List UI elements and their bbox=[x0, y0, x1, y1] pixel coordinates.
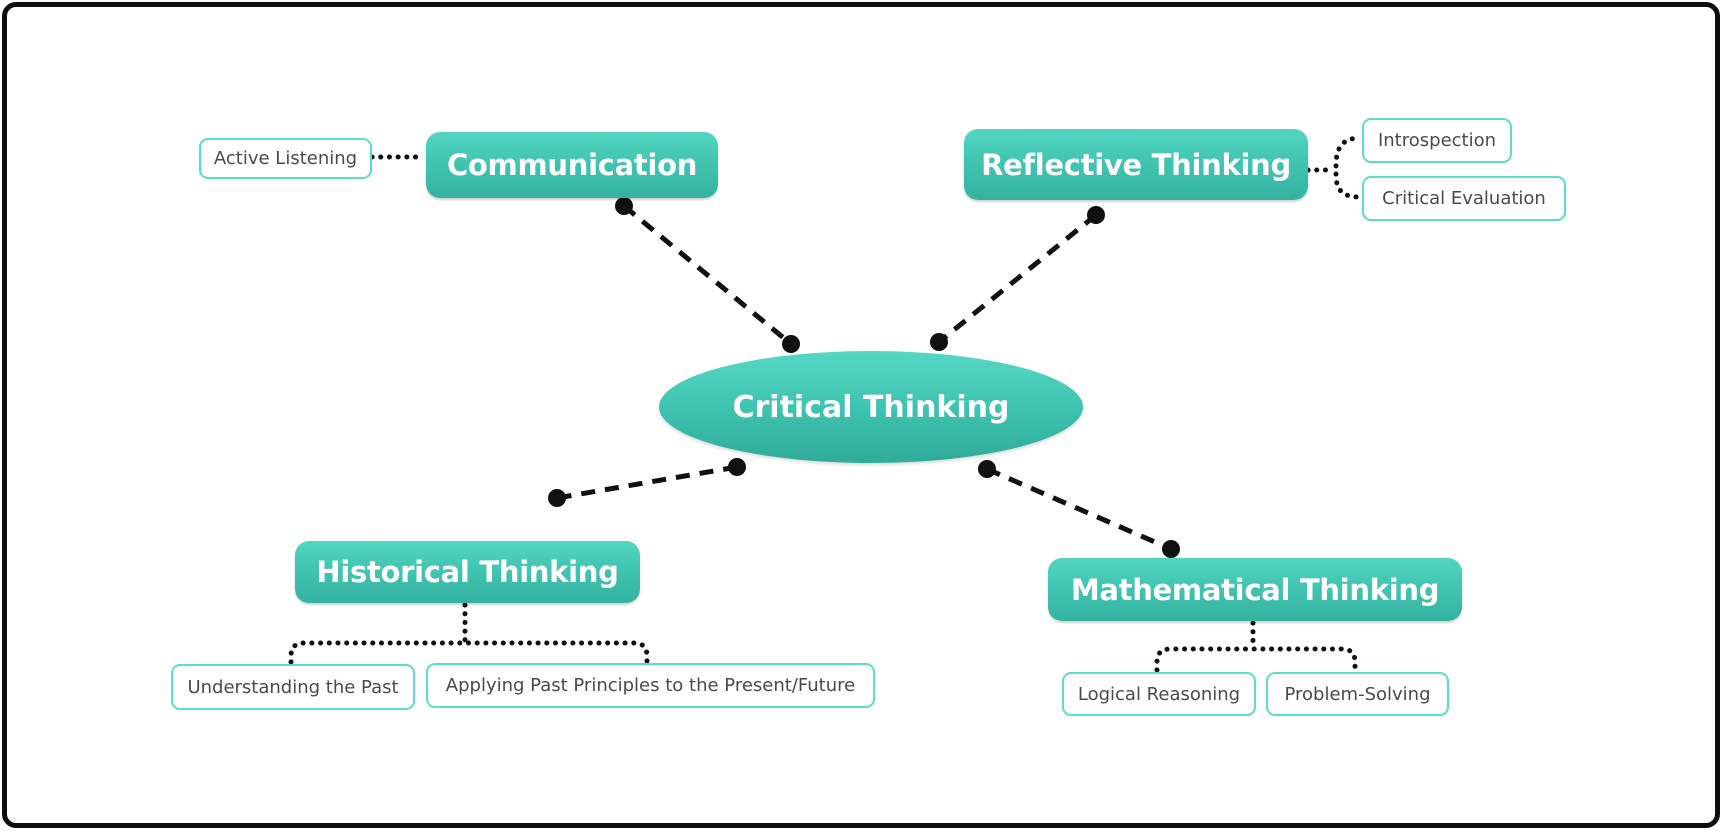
leaf-node-active-listening: Active Listening bbox=[199, 138, 372, 179]
leaf-node-label: Understanding the Past bbox=[187, 676, 399, 698]
branch-node-mathematical-thinking: Mathematical Thinking bbox=[1048, 558, 1462, 621]
branch-node-label: Mathematical Thinking bbox=[1070, 572, 1440, 607]
branch-node-historical-thinking: Historical Thinking bbox=[295, 541, 640, 603]
leaf-node-problem-solving: Problem-Solving bbox=[1266, 672, 1449, 716]
leaf-node-label: Critical Evaluation bbox=[1382, 188, 1546, 209]
edge-reflective-critical-evaluation bbox=[1333, 171, 1363, 200]
branch-node-label: Communication bbox=[446, 148, 698, 182]
edge-root-communication bbox=[622, 204, 793, 346]
leaf-node-understanding-the-past: Understanding the Past bbox=[171, 664, 415, 710]
branch-node-reflective-thinking: Reflective Thinking bbox=[964, 129, 1308, 200]
edge-historical-children-bracket bbox=[288, 640, 650, 665]
leaf-node-label: Logical Reasoning bbox=[1077, 683, 1241, 705]
leaf-node-applying-past-principles: Applying Past Principles to the Present/… bbox=[426, 663, 875, 708]
endpoint-dot bbox=[1087, 206, 1105, 224]
endpoint-dot bbox=[728, 458, 746, 476]
root-node-label: Critical Thinking bbox=[732, 389, 1010, 425]
branch-node-label: Reflective Thinking bbox=[981, 147, 1291, 182]
edge-root-mathematical bbox=[986, 466, 1172, 552]
leaf-node-critical-evaluation: Critical Evaluation bbox=[1362, 176, 1566, 221]
edge-root-historical bbox=[556, 464, 738, 501]
leaf-node-label: Problem-Solving bbox=[1284, 683, 1431, 705]
endpoint-dot bbox=[782, 335, 800, 353]
endpoint-dot bbox=[978, 460, 996, 478]
endpoint-dot bbox=[1162, 540, 1180, 558]
root-node-critical-thinking: Critical Thinking bbox=[659, 351, 1083, 463]
branch-node-communication: Communication bbox=[426, 132, 718, 198]
edge-reflective-introspection bbox=[1333, 135, 1363, 169]
edge-root-reflective bbox=[937, 213, 1098, 344]
leaf-node-logical-reasoning: Logical Reasoning bbox=[1062, 672, 1256, 716]
leaf-node-label: Active Listening bbox=[213, 148, 358, 169]
endpoint-dot bbox=[930, 333, 948, 351]
edge-mathematical-children-bracket bbox=[1154, 646, 1358, 673]
leaf-node-label: Introspection bbox=[1377, 130, 1497, 151]
leaf-node-introspection: Introspection bbox=[1362, 118, 1512, 163]
endpoint-dot bbox=[548, 489, 566, 507]
branch-node-label: Historical Thinking bbox=[316, 555, 619, 589]
leaf-node-label: Applying Past Principles to the Present/… bbox=[445, 675, 856, 696]
endpoint-dot bbox=[615, 197, 633, 215]
